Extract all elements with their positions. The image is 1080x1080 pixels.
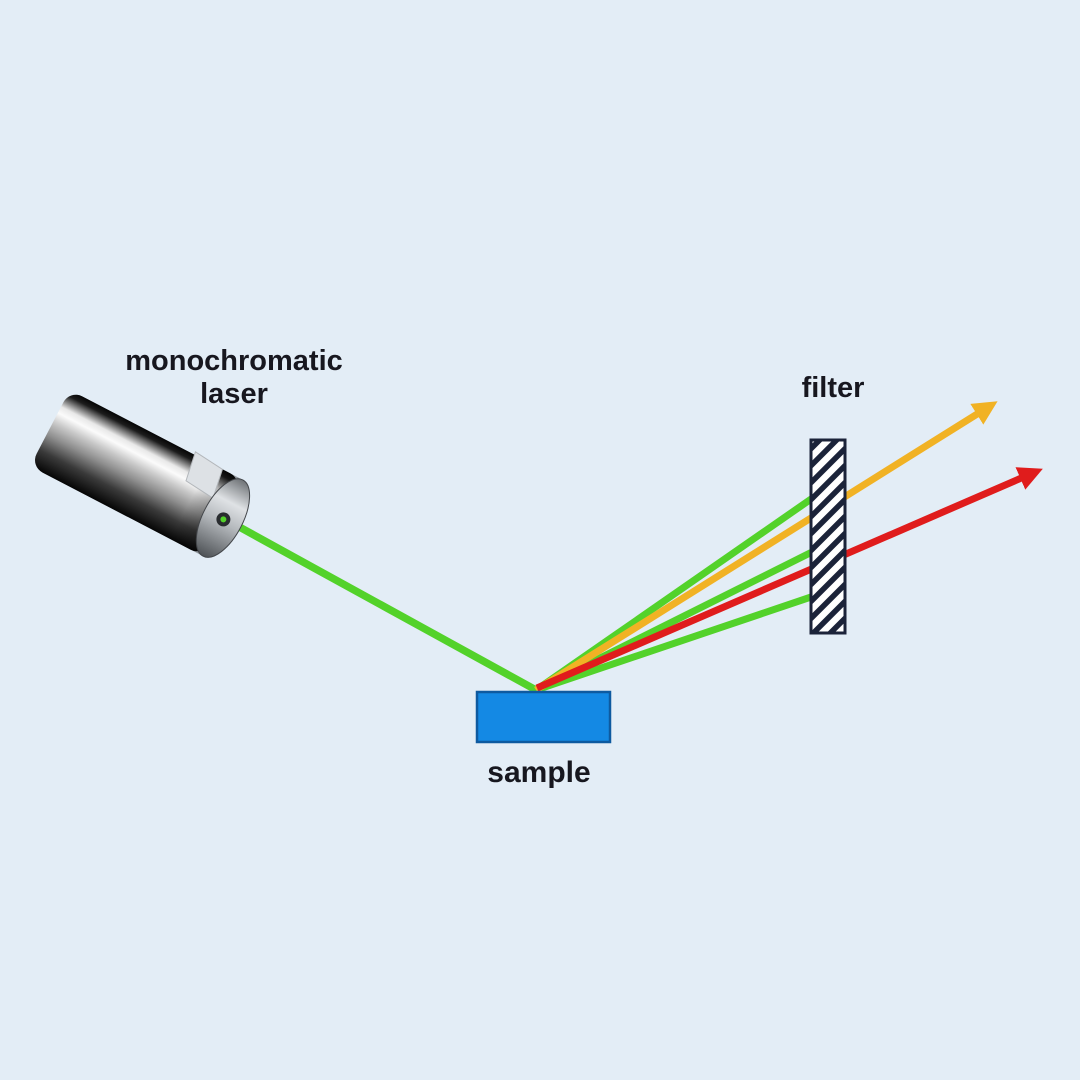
- laser-aperture-glow-icon: [220, 516, 227, 523]
- scattered-green-bottom: [532, 592, 818, 694]
- sample-label: sample: [487, 756, 591, 789]
- laser-label-line2: laser: [200, 378, 268, 410]
- laser-device: [35, 394, 251, 558]
- filter-label: filter: [801, 372, 865, 404]
- sample-block: [475, 690, 612, 744]
- filter-block: [809, 438, 847, 635]
- scattered-orange-beam: [534, 401, 998, 693]
- scattered-red-beam: [535, 467, 1043, 692]
- incident-beam: [219, 514, 540, 694]
- laser-label: monochromatic laser: [125, 345, 343, 411]
- laser-label-line1: monochromatic: [125, 345, 343, 377]
